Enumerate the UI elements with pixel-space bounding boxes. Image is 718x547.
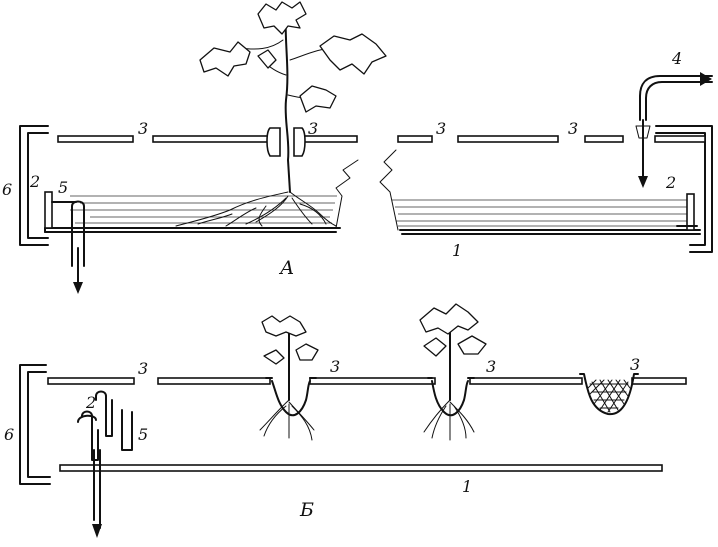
bot-pot-2 — [419, 303, 487, 441]
top-left-frame — [19, 125, 49, 246]
top-plant — [175, 1, 387, 227]
bot-stand-label: 2 — [85, 393, 96, 412]
top-cover-label-2: 3 — [436, 119, 446, 138]
top-stem-clamp-label: 3 — [308, 119, 318, 138]
top-cover-label-3: 3 — [568, 119, 578, 138]
top-left-stand-label: 2 — [29, 172, 40, 191]
bot-cover-label-1: 3 — [138, 359, 148, 378]
bot-pot-label-2: 3 — [486, 357, 496, 376]
bot-trough-label: 1 — [462, 477, 472, 496]
top-cover-label-1: 3 — [138, 119, 148, 138]
top-drain-pipe-label: 5 — [58, 178, 68, 197]
top-right-stand-label: 2 — [665, 173, 676, 192]
top-drain-pipe — [71, 200, 85, 294]
top-right-frame — [655, 125, 713, 253]
bot-drain-pipe-label: 5 — [138, 425, 148, 444]
figure-a: 6 2 5 3 3 3 3 4 2 1 А — [2, 1, 713, 294]
bot-basket-label: 3 — [630, 355, 640, 374]
bot-cover-slabs — [47, 377, 687, 385]
top-trough-left — [44, 159, 359, 233]
bot-basket — [579, 373, 639, 416]
bot-pot-1 — [259, 315, 319, 441]
bot-trough — [59, 464, 663, 472]
top-inflow-pipe — [635, 72, 713, 188]
figure-b: 6 2 5 3 3 3 3 1 Б — [4, 303, 687, 538]
top-trough-right — [379, 149, 701, 235]
top-right-stand — [686, 193, 695, 231]
bot-drain-pipe — [77, 390, 133, 538]
top-inflow-label: 4 — [671, 49, 682, 68]
bot-frame-label: 6 — [4, 425, 14, 444]
top-cover-slabs — [57, 135, 706, 143]
top-left-stand — [44, 191, 53, 229]
bot-caption: Б — [299, 499, 314, 521]
bot-left-frame — [19, 364, 51, 485]
top-caption: А — [278, 257, 294, 279]
top-frame-label: 6 — [2, 180, 12, 199]
bot-pot-label-1: 3 — [330, 357, 340, 376]
top-trough-label: 1 — [452, 241, 462, 260]
